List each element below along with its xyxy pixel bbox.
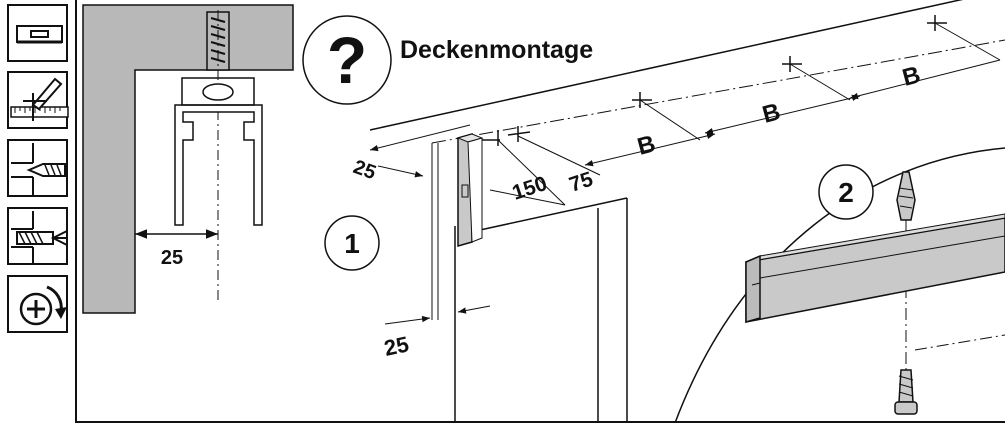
dimension-side-25: 25 — [382, 331, 411, 361]
pencil-marking-icon — [7, 71, 69, 129]
wall-plug-icon — [7, 207, 68, 265]
illustration-frame — [75, 0, 1005, 423]
dimension-b-2: B — [760, 98, 784, 129]
ceiling-perspective — [369, 0, 1005, 423]
dimension-150: 150 — [509, 172, 549, 205]
dimension-75: 75 — [566, 168, 596, 197]
dimension-detail-25: 25 — [161, 247, 183, 269]
magnified-view — [674, 147, 1005, 423]
dimension-top-25: 25 — [350, 156, 378, 184]
dimension-b-1: B — [635, 130, 659, 161]
help-circle — [302, 15, 392, 105]
cross-section-detail — [82, 4, 294, 314]
level-icon — [7, 4, 68, 62]
step-1-label: 1 — [344, 228, 360, 259]
question-mark: ? — [327, 23, 367, 97]
drill-icon — [7, 139, 68, 197]
tool-sidebar — [0, 0, 75, 423]
step-2-circle — [818, 164, 874, 220]
screwdriver-icon — [7, 275, 68, 333]
mounting-bracket — [456, 133, 484, 247]
dimension-b-3: B — [900, 61, 924, 92]
step-2-label: 2 — [838, 177, 854, 208]
step-1-circle — [324, 215, 380, 271]
page-title: Deckenmontage — [400, 36, 594, 64]
